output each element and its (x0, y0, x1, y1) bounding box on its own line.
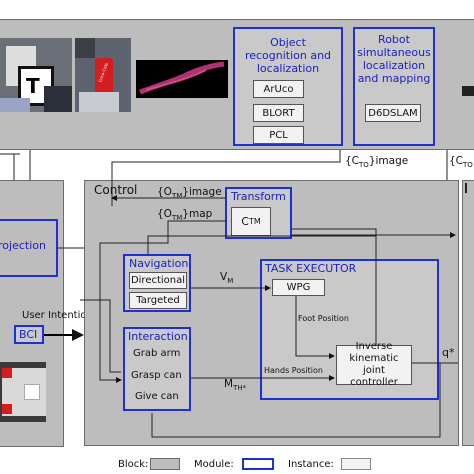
otm-map-prefix: {O (157, 208, 172, 220)
ctm-main: C (241, 215, 249, 228)
vm-sub: M (227, 277, 234, 286)
legend-block-swatch (150, 458, 180, 470)
signal-hands-position: Hands Position (264, 366, 323, 375)
instance-pcl: PCL (253, 126, 304, 144)
legend-instance-label: Instance: (288, 459, 334, 470)
otm-image-suffix: }image (182, 186, 222, 198)
legend-module-label: Module: (194, 459, 234, 470)
object-title-line-1: Object (270, 36, 306, 49)
interaction-title: Interaction (128, 330, 188, 343)
signal-otm-map: {OTM}map (157, 208, 212, 222)
instance-targeted: Targeted (129, 292, 187, 309)
mth-main: M (224, 378, 234, 390)
right-block (462, 180, 474, 446)
pointcloud-image (136, 60, 228, 98)
signal-vm: VM (220, 271, 233, 285)
signal-mth: MTH* (224, 378, 246, 392)
slam-title-line-4: and mapping (357, 72, 431, 85)
interaction-item-give-can: Give can (135, 391, 179, 402)
slam-title-line-3: localization (362, 59, 426, 72)
robot-can-photo: Coca-Cola (75, 38, 131, 112)
instance-directional: Directional (129, 272, 187, 289)
right-edge-photo (462, 86, 474, 96)
cto-suffix: }image (368, 155, 409, 167)
camera-marker-photo: T (0, 38, 72, 112)
user-intention-label: User Intention (22, 310, 93, 321)
legend-block-label: Block: (118, 459, 149, 470)
legend-module-swatch (242, 458, 274, 470)
marker-letter: T (26, 74, 40, 98)
task-executor-title: TASK EXECUTOR (265, 262, 357, 275)
interaction-item-grasp-can: Grasp can (131, 370, 182, 381)
mth-sub: TH* (233, 384, 247, 393)
ctm-sub: TM (248, 217, 261, 226)
signal-foot-position: Foot Position (298, 314, 349, 323)
projection-label: rojection (0, 239, 46, 252)
instance-ik-controller: Inverse kinematic joint controller (336, 341, 412, 388)
instance-aruco: ArUco (253, 80, 304, 98)
signal-cto-right: {CTO (449, 155, 473, 169)
ik-line-1: Inverse (355, 341, 393, 352)
legend-instance-swatch (341, 458, 371, 470)
object-title-line-3: localization (256, 62, 320, 75)
signal-q-star: q* (442, 346, 455, 359)
slam-title-line-2: simultaneous (357, 46, 431, 59)
instance-wpg: WPG (272, 279, 325, 296)
interaction-item-grab-arm: Grab arm (133, 348, 181, 359)
instance-blort: BLORT (253, 104, 304, 122)
otm-image-sub: TM (171, 192, 183, 201)
bci-label: BCI (19, 328, 38, 341)
cto-sub: TO (359, 161, 369, 170)
cto-right-prefix: {C (449, 155, 464, 167)
slam-title-line-1: Robot (378, 33, 410, 46)
navigation-title: Navigation (129, 257, 189, 270)
signal-otm-image: {OTM}image (157, 186, 222, 200)
instance-d6dslam: D6DSLAM (365, 104, 421, 122)
otm-map-sub: TM (171, 214, 183, 223)
control-title: Control (94, 183, 138, 197)
cto-prefix: {C (345, 155, 360, 167)
projection-module: rojection (0, 219, 58, 277)
signal-cto-image: {CTO}image (345, 155, 408, 169)
ik-line-3: controller (350, 377, 398, 388)
cto-right-sub: TO (463, 161, 473, 170)
bci-screen-photo (0, 362, 46, 422)
otm-map-suffix: }map (182, 208, 213, 220)
ik-line-2: kinematic joint (349, 353, 399, 376)
slam-module: Robot simultaneous localization and mapp… (353, 27, 435, 146)
object-title-line-2: recognition and (244, 49, 332, 62)
bci-module: BCI (14, 325, 44, 344)
transform-title: Transform (231, 190, 286, 203)
otm-image-prefix: {O (157, 186, 172, 198)
right-block-letter (465, 183, 467, 193)
